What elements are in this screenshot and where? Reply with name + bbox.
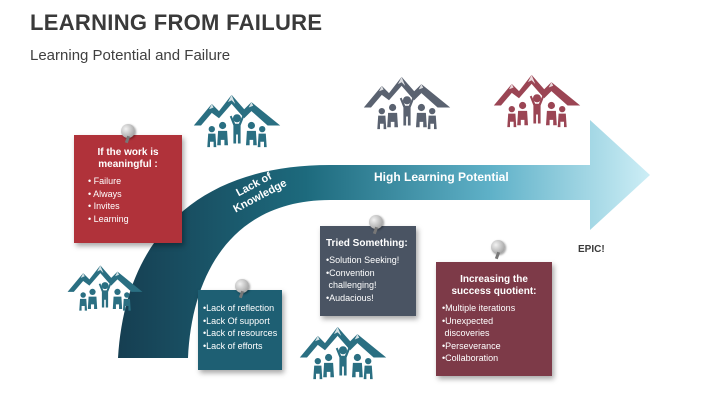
- page-title: LEARNING FROM FAILURE: [30, 10, 323, 35]
- list-item: •Multiple iterations: [442, 303, 516, 313]
- learning-curve-arrow: [118, 120, 650, 358]
- list-item: •Convention: [326, 267, 375, 278]
- list-item: •Lack of efforts: [203, 340, 263, 351]
- note-success-heading-line1: Increasing the: [460, 274, 528, 285]
- pushpin-icon: [369, 215, 383, 229]
- note-meaningful-heading-line1: If the work is: [97, 147, 159, 158]
- list-item: •Audacious!: [326, 292, 374, 303]
- list-item: • Invites: [88, 201, 120, 211]
- note-meaningful: If the work is meaningful : • Failure • …: [74, 135, 182, 243]
- note-tried-heading: Tried Something:: [326, 238, 408, 249]
- note-meaningful-heading-line2: meaningful :: [98, 159, 158, 170]
- note-success-quotient: Increasing the success quotient: •Multip…: [436, 262, 552, 376]
- list-item: •Collaboration: [442, 353, 499, 363]
- list-item: •Lack Of support: [203, 315, 270, 326]
- list-item: • Learning: [88, 213, 129, 224]
- pushpin-icon: [121, 124, 135, 138]
- list-item: •Lack of resources: [203, 328, 278, 338]
- list-item: • Always: [88, 188, 122, 199]
- note-success-heading-line2: success quotient:: [451, 286, 537, 297]
- label-epic: EPIC!: [578, 244, 605, 255]
- list-item: • Failure: [88, 176, 122, 186]
- mountain-team-icon: [299, 326, 387, 380]
- label-high-learning-potential: High Learning Potential: [374, 170, 509, 184]
- note-lack-of: •Lack of reflection •Lack Of support •La…: [198, 290, 282, 370]
- pushpin-icon: [235, 279, 249, 293]
- list-item: •Solution Seeking!: [326, 255, 400, 265]
- note-tried-something: Tried Something: •Solution Seeking! •Con…: [320, 226, 416, 316]
- list-item: challenging!: [328, 280, 377, 290]
- mountain-team-icon: [193, 94, 281, 148]
- list-item: •Unexpected: [442, 315, 494, 326]
- list-item: •Perseverance: [442, 340, 501, 351]
- mountain-team-icon: [493, 74, 581, 128]
- pushpin-icon: [491, 240, 505, 254]
- list-item: •Lack of reflection: [203, 303, 275, 313]
- list-item: discoveries: [444, 328, 490, 338]
- mountain-team-icon: [363, 76, 451, 130]
- page-subtitle: Learning Potential and Failure: [30, 47, 231, 64]
